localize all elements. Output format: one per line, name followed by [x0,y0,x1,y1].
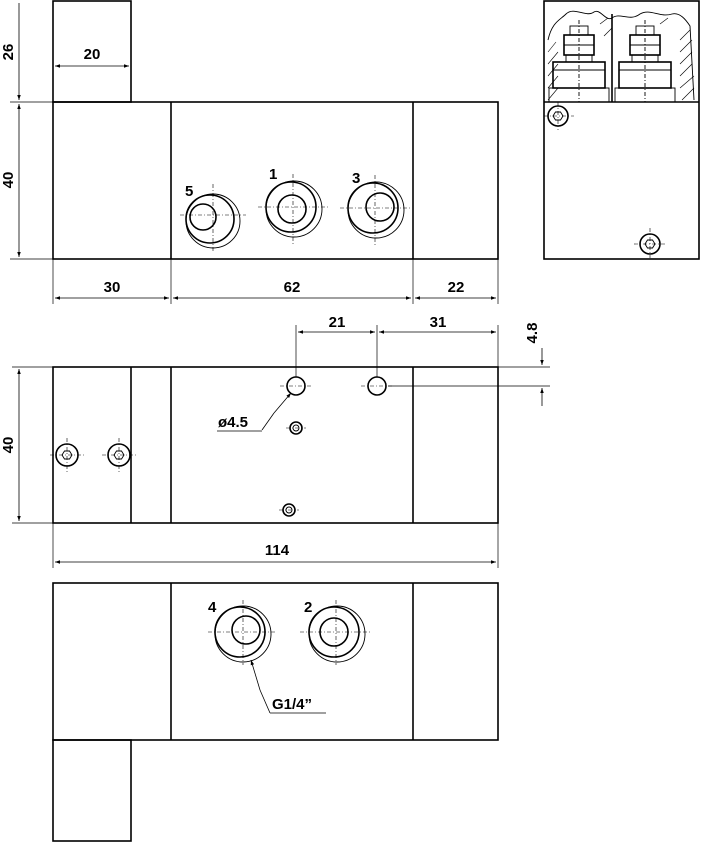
port-5 [180,184,246,252]
thread-label: G1/4” [272,696,312,713]
dim-22: 22 [448,279,465,296]
port-label-4: 4 [208,599,217,616]
top-hex-screw-2 [102,438,136,472]
dim-40-front: 40 [0,172,17,189]
rear-view: 4 2 G1/4” [52,582,499,842]
fitting-left [548,20,610,103]
port-4 [208,600,276,665]
front-body [52,101,499,260]
rear-body [52,582,499,741]
port-1 [258,174,330,244]
port-2 [300,600,370,665]
port-3 [340,175,412,245]
front-view: 5 1 3 26 40 20 30 62 22 [0,0,499,304]
top-small-screw-2 [279,503,299,517]
dim-dia-4-5: ø4.5 [218,414,248,431]
port-label-1: 1 [269,166,277,183]
port-label-5: 5 [185,183,193,200]
top-hex-screw-1 [50,438,84,472]
dim-20: 20 [84,46,101,63]
side-screw-top [544,102,574,130]
top-view: 21 31 4.8 ø4.5 40 114 [0,314,550,568]
side-view [543,0,700,260]
dim-21: 21 [329,314,346,331]
dim-62: 62 [284,279,301,296]
port-label-2: 2 [304,599,312,616]
dim-31: 31 [430,314,447,331]
dim-40-top: 40 [0,437,17,454]
dim-26: 26 [0,44,17,61]
top-body [52,366,499,524]
fitting-right [614,20,676,103]
rear-bottom-block [52,739,132,842]
dim-114: 114 [265,542,290,559]
top-small-screw-1 [286,421,306,435]
dim-30: 30 [104,279,121,296]
side-body [543,0,700,260]
dim-4-8: 4.8 [524,323,541,344]
side-screw-bottom [634,228,666,258]
port-label-3: 3 [352,170,360,187]
